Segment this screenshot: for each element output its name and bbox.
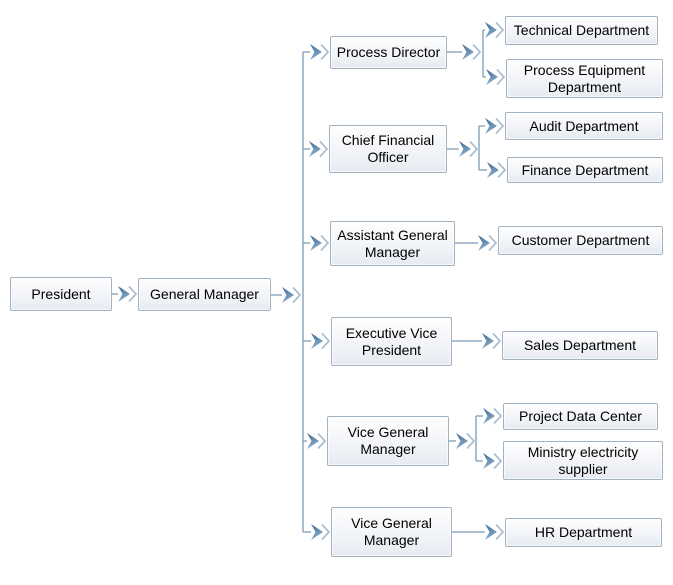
arrowhead-icon — [486, 161, 506, 179]
node-executive-vice-president: Executive Vice President — [331, 317, 452, 366]
arrowhead-icon — [458, 140, 478, 158]
node-label: Process Equipment Department — [523, 61, 646, 95]
node-label: Technical Department — [513, 22, 650, 39]
node-label: Sales Department — [523, 337, 637, 354]
node-technical-department: Technical Department — [505, 16, 658, 45]
arrowhead-icon — [477, 234, 497, 252]
node-assistant-general-manager: Assistant General Manager — [330, 221, 455, 266]
node-label: HR Department — [534, 524, 633, 541]
node-label: General Manager — [150, 286, 259, 303]
arrowhead-icon — [310, 523, 330, 541]
arrowhead-icon — [309, 234, 329, 252]
node-general-manager: General Manager — [138, 278, 271, 311]
node-president: President — [10, 277, 112, 311]
node-label: Customer Department — [511, 232, 650, 249]
arrowhead-icon — [455, 432, 475, 450]
node-vice-general-manager-2: Vice General Manager — [331, 507, 452, 557]
node-label: Ministry electricity supplier — [527, 443, 639, 477]
node-process-director: Process Director — [330, 36, 447, 69]
arrowhead-icon — [308, 140, 328, 158]
arrowhead-icon — [117, 285, 137, 303]
arrowhead-icon — [281, 286, 301, 304]
node-label: Vice General Manager — [351, 515, 432, 548]
node-label: Audit Department — [529, 117, 639, 134]
node-audit-department: Audit Department — [505, 112, 663, 140]
arrowhead-icon — [306, 432, 326, 450]
arrowhead-icon — [481, 332, 501, 350]
node-customer-department: Customer Department — [498, 226, 663, 255]
arrowhead-icon — [461, 43, 481, 61]
node-ministry-electricity-supplier: Ministry electricity supplier — [503, 441, 663, 480]
node-process-equipment-department: Process Equipment Department — [506, 59, 663, 98]
arrowhead-icon — [482, 407, 502, 425]
node-label: President — [31, 285, 91, 302]
node-vice-general-manager-1: Vice General Manager — [327, 416, 449, 466]
arrowhead-icon — [309, 43, 329, 61]
node-label: Executive Vice President — [345, 324, 438, 358]
node-sales-department: Sales Department — [502, 331, 658, 360]
arrowhead-icon — [484, 117, 504, 135]
node-label: Finance Department — [521, 161, 649, 178]
node-finance-department: Finance Department — [507, 157, 663, 183]
node-label: Chief Financial Officer — [341, 132, 435, 165]
arrowhead-icon — [484, 21, 504, 39]
arrowhead-icon — [482, 452, 502, 470]
node-project-data-center: Project Data Center — [503, 403, 658, 430]
node-hr-department: HR Department — [505, 518, 662, 547]
arrowhead-icon — [484, 523, 504, 541]
node-chief-financial-officer: Chief Financial Officer — [329, 125, 447, 173]
node-label: Project Data Center — [519, 408, 642, 425]
node-label: Vice General Manager — [347, 424, 429, 457]
node-label: Assistant General Manager — [337, 226, 448, 260]
node-label: Process Director — [336, 44, 441, 61]
arrowhead-icon — [310, 332, 330, 350]
arrowhead-icon — [485, 68, 505, 86]
